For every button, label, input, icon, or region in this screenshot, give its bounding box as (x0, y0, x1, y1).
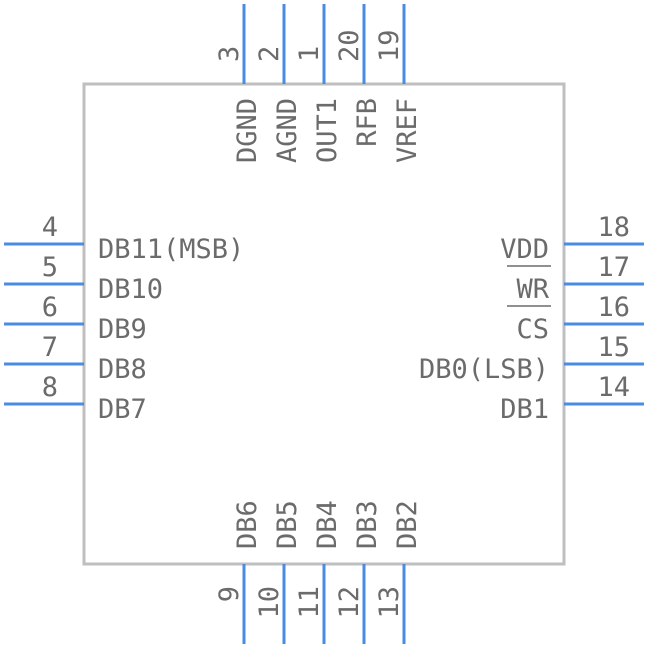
pin-number-left-1: 5 (42, 252, 58, 283)
pin-number-top-4: 19 (374, 29, 405, 62)
pin-name-top-4: VREF (392, 98, 423, 163)
pin-number-left-3: 7 (42, 332, 58, 363)
pin-name-left-2: DB9 (98, 314, 147, 345)
pin-number-bottom-4: 13 (374, 586, 405, 619)
pin-name-bottom-2: DB4 (312, 500, 343, 549)
pin-name-top-0: DGND (232, 98, 263, 163)
pin-name-left-0: DB11(MSB) (98, 234, 244, 265)
pin-number-right-2: 16 (597, 292, 630, 323)
pin-number-bottom-0: 9 (214, 586, 245, 602)
pin-name-top-2: OUT1 (312, 98, 343, 163)
pin-name-right-4: DB1 (500, 394, 549, 425)
pin-name-left-4: DB7 (98, 394, 147, 425)
pin-number-bottom-3: 12 (334, 586, 365, 619)
right-pins: 18 17 16 15 14 VDD WR CS DB0(LSB) DB1 (419, 212, 644, 425)
pin-name-left-3: DB8 (98, 354, 147, 385)
ic-body (82, 82, 566, 566)
pin-name-bottom-0: DB6 (232, 500, 263, 549)
pin-name-left-1: DB10 (98, 274, 163, 305)
pin-name-right-3: DB0(LSB) (419, 354, 549, 385)
pin-name-bottom-1: DB5 (272, 500, 303, 549)
pin-number-top-1: 2 (254, 46, 285, 62)
pin-number-top-2: 1 (294, 46, 325, 62)
top-pins: 3 2 1 20 19 DGND AGND OUT1 RFB VREF (214, 4, 423, 163)
pin-name-right-1: WR (516, 274, 549, 305)
pin-number-bottom-2: 11 (294, 586, 325, 619)
pin-number-right-3: 15 (597, 332, 630, 363)
pin-name-right-0: VDD (500, 234, 549, 265)
pin-name-bottom-4: DB2 (392, 500, 423, 549)
pin-number-left-2: 6 (42, 292, 58, 323)
pin-number-right-4: 14 (597, 372, 630, 403)
pin-number-top-0: 3 (214, 46, 245, 62)
bottom-pins: 9 10 11 12 13 DB6 DB5 DB4 DB3 DB2 (214, 500, 423, 644)
pin-number-left-0: 4 (42, 212, 58, 243)
left-pins: 4 5 6 7 8 DB11(MSB) DB10 DB9 DB8 DB7 (4, 212, 244, 425)
pin-name-bottom-3: DB3 (352, 500, 383, 549)
pin-name-right-2: CS (516, 314, 549, 345)
pin-name-top-1: AGND (272, 98, 303, 163)
pin-number-right-1: 17 (597, 252, 630, 283)
pin-name-top-3: RFB (352, 98, 383, 147)
pin-number-top-3: 20 (334, 29, 365, 62)
pin-number-right-0: 18 (597, 212, 630, 243)
pin-number-bottom-1: 10 (254, 586, 285, 619)
pin-number-left-4: 8 (42, 372, 58, 403)
